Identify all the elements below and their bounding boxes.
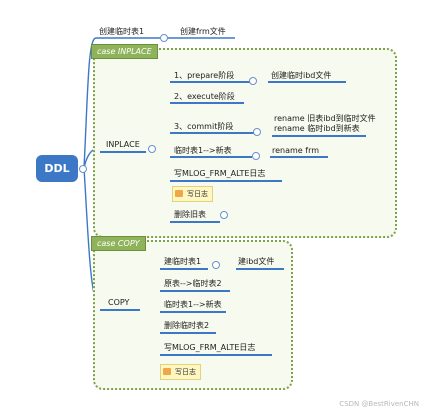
step-underline [170, 132, 254, 134]
step-underline [170, 180, 282, 182]
copy-step-delete-temp[interactable]: 删除临时表2 [164, 321, 210, 330]
copy-detail-create-ibd[interactable]: 建ibd文件 [238, 257, 275, 266]
step-underline [160, 311, 226, 313]
branch-copy[interactable]: COPY [108, 298, 130, 307]
branch-inplace[interactable]: INPLACE [106, 140, 140, 149]
note-text: 写日志 [175, 368, 196, 376]
detail-underline [270, 156, 328, 158]
collapse-toggle-icon[interactable] [249, 77, 257, 85]
detail-underline [272, 135, 366, 137]
copy-step-create-temp[interactable]: 建临时表1 [164, 257, 202, 266]
collapse-toggle-icon[interactable] [212, 261, 220, 269]
step-commit[interactable]: 3、commit阶段 [174, 122, 234, 131]
step-underline [170, 221, 220, 223]
branch-inplace-underline [100, 151, 146, 153]
step-underline [160, 332, 216, 334]
collapse-toggle-icon[interactable] [220, 211, 228, 219]
node-create-frm-file[interactable]: 创建frm文件 [180, 27, 226, 36]
step-underline [160, 268, 208, 270]
step-underline [170, 102, 244, 104]
detail-underline [236, 268, 284, 270]
copy-step-temp-to-new[interactable]: 临时表1-->新表 [164, 300, 222, 309]
step-underline [160, 290, 230, 292]
collapse-toggle-icon[interactable] [253, 128, 261, 136]
case-copy-label: case COPY [91, 236, 146, 251]
case-inplace-box [93, 48, 397, 238]
step-write-mlog[interactable]: 写MLOG_FRM_ALTE日志 [174, 169, 266, 178]
step-temp-to-new[interactable]: 临时表1-->新表 [174, 146, 232, 155]
note-icon [163, 368, 171, 375]
case-inplace-label: case INPLACE [91, 44, 158, 59]
detail-underline [268, 81, 346, 83]
step-prepare[interactable]: 1、prepare阶段 [174, 71, 235, 80]
collapse-toggle-icon[interactable] [148, 145, 156, 153]
collapse-toggle-icon[interactable] [252, 152, 260, 160]
branch-create-temp-table[interactable]: 创建临时表1 [99, 27, 145, 36]
collapse-toggle-icon[interactable] [79, 165, 87, 173]
note-text: 写日志 [187, 190, 208, 198]
detail-rename-old-ibd[interactable]: rename 旧表ibd到临时文件 [274, 114, 376, 123]
copy-step-orig-to-temp[interactable]: 原表-->临时表2 [164, 279, 222, 288]
step-delete-old-table[interactable]: 删除旧表 [174, 210, 206, 219]
watermark: CSDN @BestRivenCHN [339, 400, 419, 408]
note-icon [175, 190, 183, 197]
detail-create-temp-ibd[interactable]: 创建临时ibd文件 [271, 71, 332, 80]
note-write-log[interactable]: 写日志 [172, 186, 213, 202]
detail-rename-frm[interactable]: rename frm [272, 146, 320, 155]
note-write-log[interactable]: 写日志 [160, 364, 201, 380]
step-execute[interactable]: 2、execute阶段 [174, 92, 235, 101]
step-underline [170, 81, 250, 83]
step-underline [160, 354, 272, 356]
collapse-toggle-icon[interactable] [160, 34, 168, 42]
detail-rename-temp-ibd[interactable]: rename 临时ibd到新表 [274, 124, 360, 133]
copy-step-write-mlog[interactable]: 写MLOG_FRM_ALTE日志 [164, 343, 256, 352]
root-node-ddl[interactable]: DDL [36, 155, 78, 182]
branch-copy-underline [100, 309, 140, 311]
step-underline [170, 156, 252, 158]
root-label: DDL [44, 162, 70, 175]
